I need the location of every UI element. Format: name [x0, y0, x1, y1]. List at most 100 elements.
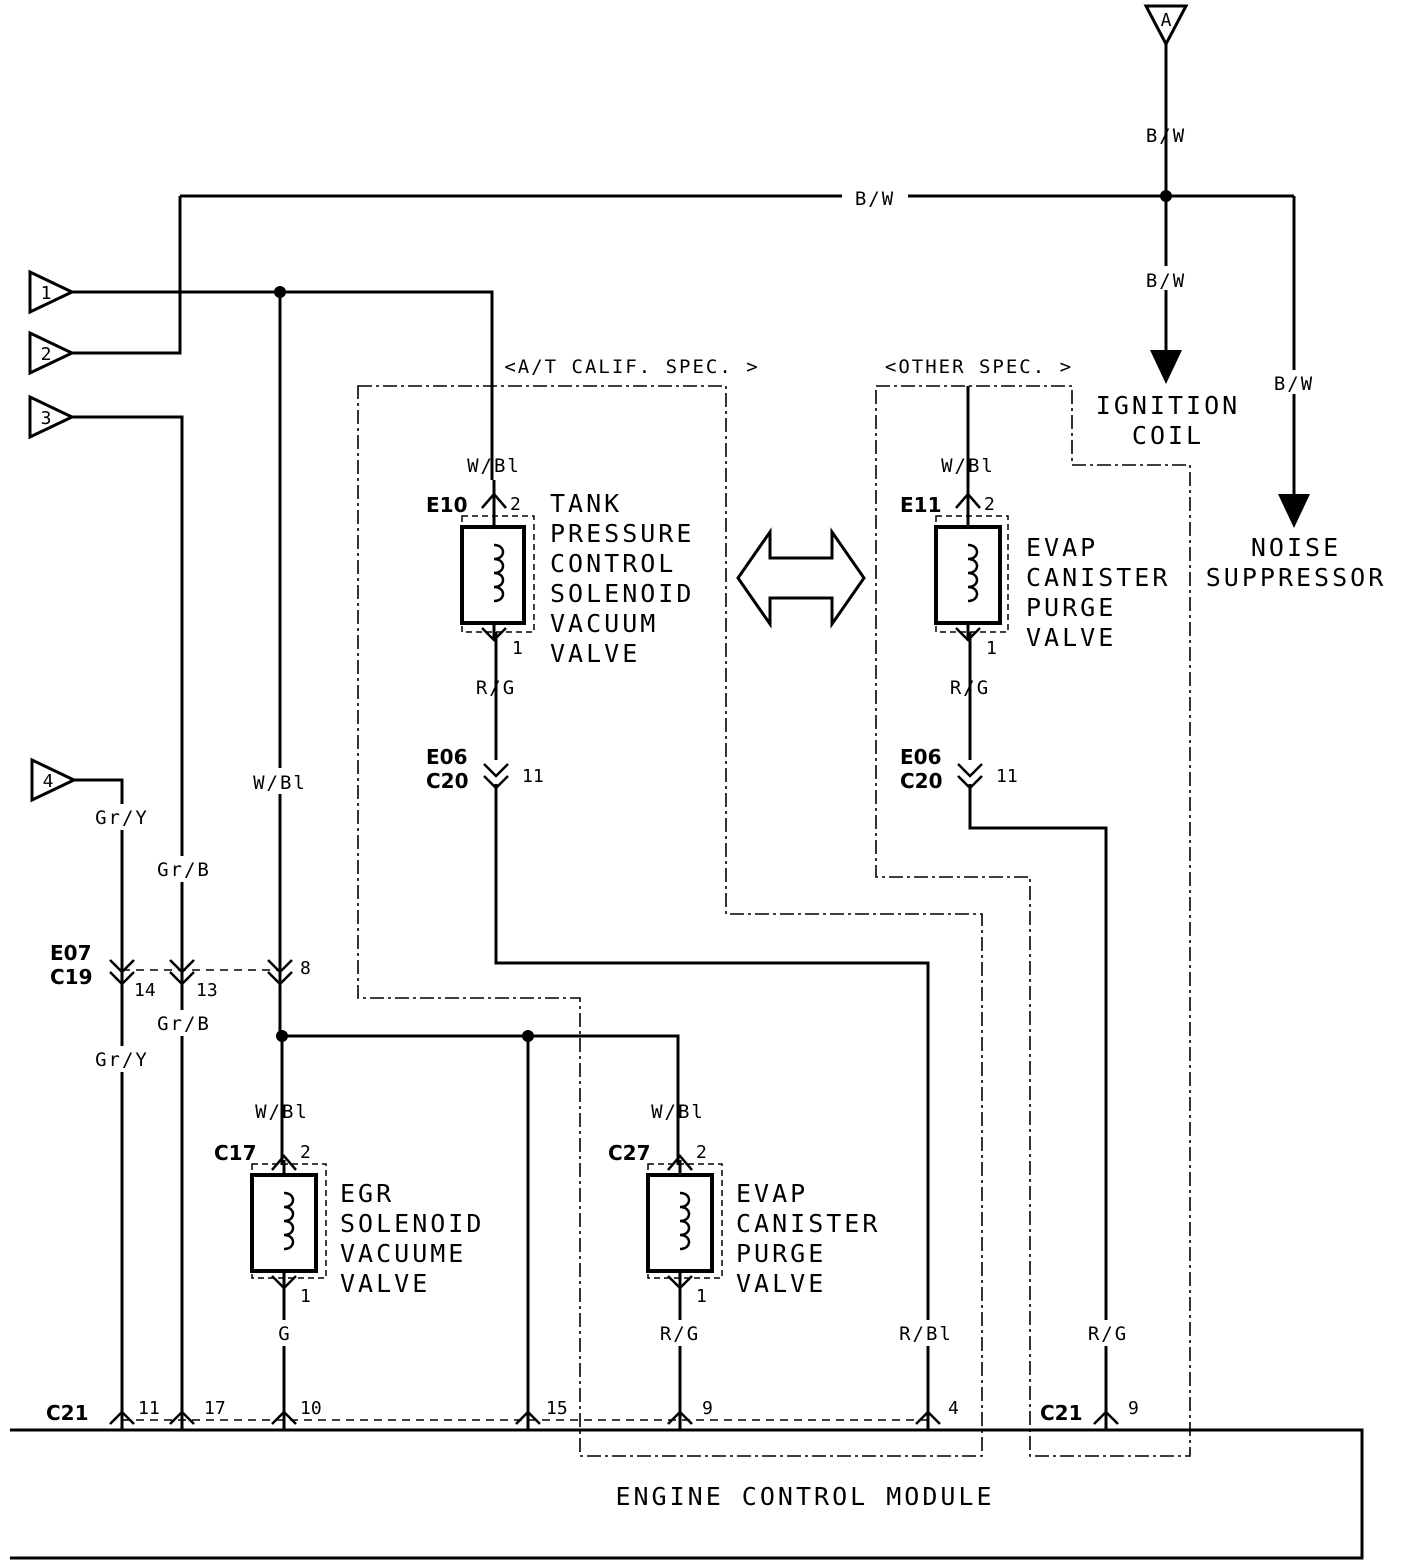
connector-id-c20-right: C20 — [900, 769, 943, 793]
e11-solenoid-symbol — [934, 480, 1009, 642]
svg-text:NOISE: NOISE — [1251, 533, 1341, 562]
connector-id-c21-right: C21 — [1040, 1401, 1083, 1425]
svg-text:CANISTER: CANISTER — [736, 1209, 880, 1238]
svg-text:EVAP: EVAP — [1026, 533, 1098, 562]
svg-text:SUPPRESSOR: SUPPRESSOR — [1206, 563, 1387, 592]
wire-terminal-2 — [72, 196, 182, 355]
pin-e06-left-11: 11 — [522, 766, 544, 787]
svg-text:4: 4 — [43, 771, 54, 792]
wire-label-rg-e10: R/G — [476, 677, 516, 699]
svg-text:VALVE: VALVE — [550, 639, 640, 668]
connector-id-c21-left: C21 — [46, 1401, 89, 1425]
terminal-4: 4 — [30, 757, 78, 803]
connector-e06-c20-left-pin — [483, 763, 509, 790]
wire-e06-to-c21-9-right — [968, 784, 1108, 1430]
pin-c21-right-9: 9 — [1128, 1398, 1139, 1419]
wire-color-labels: B/W B/W B/W B/W W/Bl W/Bl R/G R/G W/Bl G… — [86, 125, 1322, 1346]
svg-text:VALVE: VALVE — [1026, 623, 1116, 652]
svg-text:COIL: COIL — [1132, 421, 1204, 450]
junction-dot-1 — [274, 286, 286, 298]
pin-e10-1: 1 — [512, 638, 523, 659]
svg-text:PURGE: PURGE — [736, 1239, 826, 1268]
pin-e07-8: 8 — [300, 958, 311, 979]
c27-solenoid-symbol — [646, 1154, 723, 1290]
connector-id-e07: E07 — [50, 941, 92, 965]
pin-c17-2: 2 — [300, 1142, 311, 1163]
wire-label-bw-a: B/W — [1146, 125, 1186, 147]
connector-e06-c20-right-pin — [957, 763, 983, 790]
tank-pressure-control-solenoid-vacuum-valve-label: TANK PRESSURE CONTROL SOLENOID VACUUM VA… — [550, 489, 694, 668]
wire-terminal-1 — [72, 290, 494, 480]
wire-label-wbl-evap: W/Bl — [651, 1101, 705, 1123]
connector-id-e10: E10 — [426, 493, 468, 517]
pin-c21-4: 4 — [948, 1398, 959, 1419]
wire-label-bw-main: B/W — [855, 188, 895, 210]
terminal-1: 1 — [28, 269, 76, 315]
evap-canister-purge-valve-lower-label: EVAP CANISTER PURGE VALVE — [736, 1179, 880, 1298]
wire-label-grb-upper: Gr/B — [157, 859, 211, 881]
ignition-coil-arrow — [1150, 350, 1182, 384]
svg-text:EGR: EGR — [340, 1179, 394, 1208]
wire-label-bw-ignition: B/W — [1146, 270, 1186, 292]
wire-label-gry-lower: Gr/Y — [95, 1049, 149, 1071]
wire-label-bw-noise: B/W — [1274, 373, 1314, 395]
wire-label-rg-evap: R/G — [660, 1323, 700, 1345]
pin-c27-1: 1 — [696, 1286, 707, 1307]
terminal-a: A — [1143, 4, 1189, 48]
other-spec-boundary — [875, 385, 1191, 1457]
pin-e11-1: 1 — [986, 638, 997, 659]
ignition-coil-label: IGNITION COIL — [1086, 391, 1252, 450]
svg-text:VACUUME: VACUUME — [340, 1239, 466, 1268]
pin-c21-11: 11 — [138, 1398, 160, 1419]
svg-text:2: 2 — [41, 344, 52, 365]
wire-terminal-3 — [72, 415, 184, 1430]
at-calif-spec-boundary — [357, 385, 983, 1457]
pin-e07-13: 13 — [196, 980, 218, 1001]
svg-text:TANK: TANK — [550, 489, 622, 518]
c17-solenoid-symbol — [250, 1154, 327, 1290]
wire-label-wbl-e10: W/Bl — [467, 455, 521, 477]
junction-dot-2 — [276, 1030, 288, 1042]
connector-id-c19: C19 — [50, 965, 93, 989]
pin-e11-2: 2 — [984, 494, 995, 515]
svg-text:PURGE: PURGE — [1026, 593, 1116, 622]
engine-control-module-label: ENGINE CONTROL MODULE — [615, 1482, 994, 1511]
connector-id-e11: E11 — [900, 493, 942, 517]
svg-text:A: A — [1161, 10, 1172, 31]
connector-id-e06-left: E06 — [426, 745, 468, 769]
connector-c21-pins — [109, 1410, 1119, 1425]
svg-text:SOLENOID: SOLENOID — [550, 579, 694, 608]
e10-solenoid-symbol — [460, 480, 535, 642]
wire-terminal-4 — [74, 778, 124, 1430]
wire-label-gry-upper: Gr/Y — [95, 807, 149, 829]
wire-e06-to-c21-4 — [494, 784, 930, 1430]
junction-dot-3 — [522, 1030, 534, 1042]
pin-c27-2: 2 — [696, 1142, 707, 1163]
pin-numbers: 2 1 2 1 11 11 14 13 8 2 1 2 1 11 17 10 1… — [134, 494, 1139, 1419]
either-or-double-arrow — [736, 527, 866, 629]
wire-label-g: G — [278, 1323, 291, 1345]
wire-label-wbl-egr: W/Bl — [255, 1101, 309, 1123]
svg-text:SOLENOID: SOLENOID — [340, 1209, 484, 1238]
connector-id-c17: C17 — [214, 1141, 257, 1165]
junction-dot-bw — [1160, 190, 1172, 202]
svg-text:VACUUM: VACUUM — [550, 609, 658, 638]
svg-text:PRESSURE: PRESSURE — [550, 519, 694, 548]
connector-id-c27: C27 — [608, 1141, 651, 1165]
connector-ids: E10 E11 E06 C20 E06 C20 E07 C19 C17 C27 … — [46, 493, 1083, 1425]
svg-text:1: 1 — [41, 283, 52, 304]
svg-text:VALVE: VALVE — [736, 1269, 826, 1298]
connector-e07-c19-pins — [109, 959, 293, 986]
svg-text:EVAP: EVAP — [736, 1179, 808, 1208]
pin-c21-15: 15 — [546, 1398, 568, 1419]
pin-c21-9: 9 — [702, 1398, 713, 1419]
connector-id-e06-right: E06 — [900, 745, 942, 769]
noise-suppressor-label: NOISE SUPPRESSOR — [1198, 533, 1398, 596]
noise-suppressor-arrow — [1278, 494, 1310, 528]
svg-text:IGNITION: IGNITION — [1096, 391, 1240, 420]
engine-control-module-box — [10, 1428, 1364, 1560]
pin-e06-right-11: 11 — [996, 766, 1018, 787]
wire-label-rbl: R/Bl — [899, 1323, 953, 1345]
svg-text:VALVE: VALVE — [340, 1269, 430, 1298]
